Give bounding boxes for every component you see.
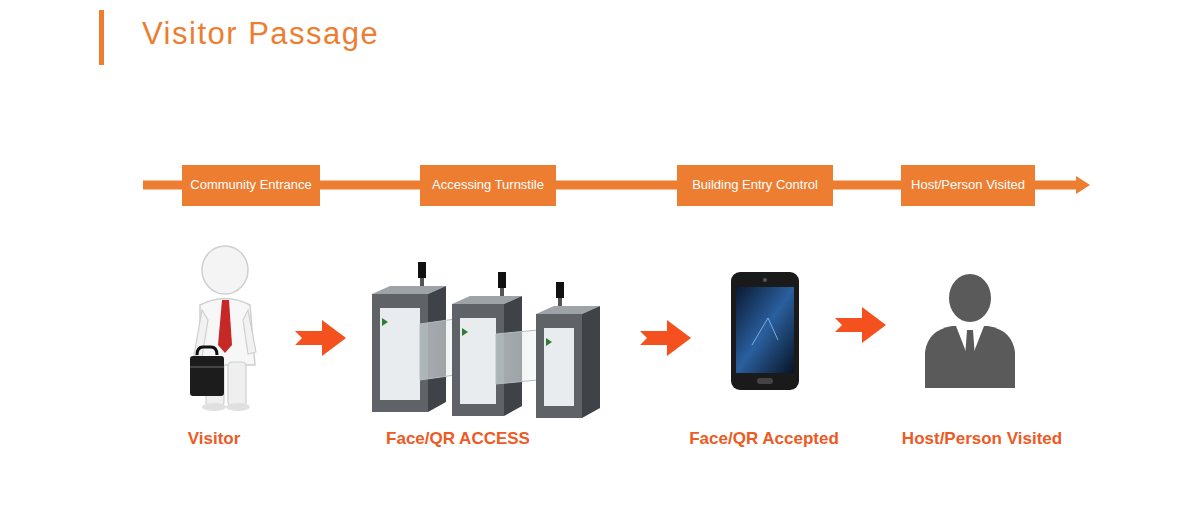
- visitor-figure: [190, 246, 256, 411]
- timeline-connector: [320, 185, 420, 186]
- box-label: Host/Person Visited: [911, 177, 1025, 193]
- box-label: Building Entry Control: [692, 177, 818, 193]
- box-label: Accessing Turnstile: [432, 177, 544, 193]
- stage-box: Host/Person Visited: [901, 165, 1035, 206]
- title: Visitor Passage: [142, 16, 379, 52]
- phone-device: [731, 272, 799, 390]
- stage-box: Community Entrance: [182, 165, 320, 206]
- box-label: Community Entrance: [190, 177, 311, 193]
- flow-arrow: [640, 320, 691, 356]
- turnstile-gates: [372, 262, 600, 418]
- timeline-lead: [143, 181, 182, 190]
- timeline-arrowhead: [1076, 176, 1090, 194]
- flow-arrow: [835, 307, 886, 343]
- step-caption: Host/Person Visited: [902, 429, 1062, 449]
- timeline-tail: [1035, 181, 1077, 190]
- stage-box: Building Entry Control: [677, 165, 833, 206]
- title-bar: [99, 10, 104, 65]
- flow-arrow: [295, 320, 346, 356]
- step-caption: Visitor: [188, 429, 241, 449]
- timeline-connector: [556, 185, 677, 186]
- host-silhouette: [925, 274, 1015, 388]
- timeline-connector: [833, 185, 901, 186]
- stage-box: Accessing Turnstile: [420, 165, 556, 206]
- step-caption: Face/QR Accepted: [689, 429, 839, 449]
- step-caption: Face/QR ACCESS: [386, 429, 530, 449]
